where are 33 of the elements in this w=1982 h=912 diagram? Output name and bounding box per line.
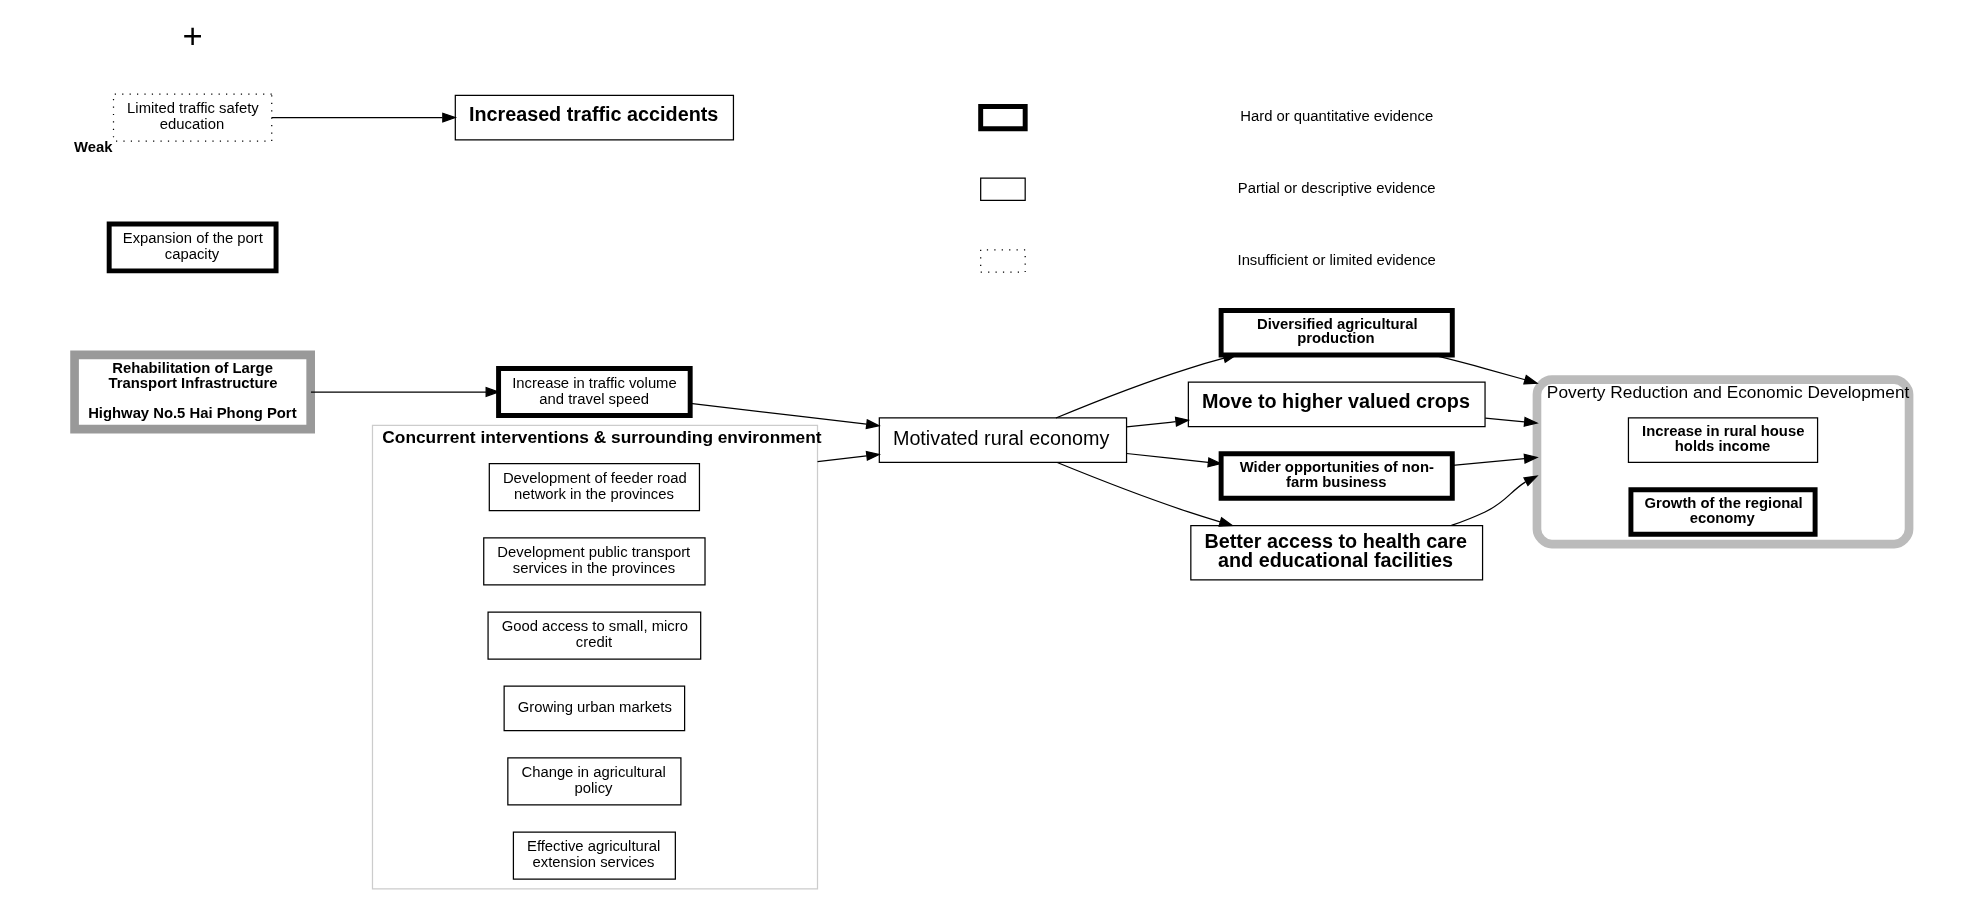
arrow (309, 386, 500, 398)
node-box: Good access to small, micro credit (486, 611, 701, 660)
node-box: Limited traffic safety education (112, 93, 272, 142)
node-box: Move to higher valued crops (1187, 381, 1486, 428)
node-box: Wider opportunities of non-farm business (1218, 451, 1455, 501)
node-box: Growth of the regional economy (1627, 487, 1818, 537)
arrow (1484, 416, 1539, 427)
node-box: Development of feeder road network in the provinces (488, 463, 700, 512)
node-box: Growing urban markets (503, 685, 685, 732)
node-box: Better access to health care and educational facilities (1189, 524, 1483, 581)
node-box: Increased traffic accidents (454, 94, 734, 141)
node-box: Change in agricultural policy (506, 757, 682, 806)
node-box: Expansion of the port capacity (106, 221, 279, 274)
node-box: Diversified agricultural production (1218, 307, 1455, 358)
legend-label: Hard or quantitative evidence (1239, 108, 1433, 125)
node-label: Weak (73, 138, 112, 155)
node-box: Motivated rural economy (878, 417, 1127, 464)
arrow (1125, 416, 1190, 428)
node-box: Effective agricultural extension services (512, 831, 676, 880)
arrow (1450, 475, 1539, 527)
arrow (270, 112, 457, 123)
arrow (1056, 461, 1234, 527)
legend-label: Partial or descriptive evidence (1237, 180, 1436, 197)
arrow (1451, 453, 1539, 466)
node-box: Rehabilitation of Large Transport Infrastructure Highway No.5 Hai Phong Port (69, 350, 315, 434)
node-box: Increase in rural house holds income (1627, 417, 1818, 464)
arrow (1431, 354, 1539, 385)
arrow (689, 402, 881, 430)
legend-label: Insufficient or limited evidence (1237, 251, 1436, 268)
node-box: Increase in traffic volume and travel speed (495, 366, 693, 418)
arrow (816, 450, 881, 463)
node-box: Development public transport services in the provinces (482, 537, 706, 586)
label: + (182, 17, 203, 56)
